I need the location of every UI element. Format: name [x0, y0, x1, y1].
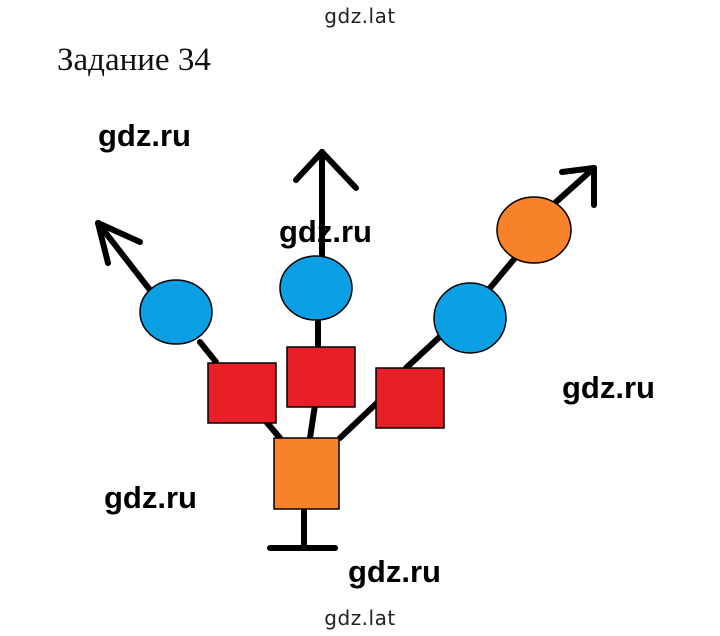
- red-square-middle: [286, 346, 356, 408]
- watermark-bottom: gdz.lat: [324, 606, 396, 630]
- link-line-left: [197, 339, 219, 365]
- arrow-left-head-1: [95, 220, 111, 266]
- arrow-left-shaft: [95, 220, 153, 293]
- branch-line-right: [337, 397, 383, 441]
- watermark-gdz-2: gdz.ru: [279, 214, 372, 249]
- red-square-right: [375, 367, 445, 429]
- link-line-upper: [487, 255, 518, 291]
- watermark-gdz-3: gdz.ru: [562, 370, 655, 405]
- blue-circle-left: [139, 279, 213, 345]
- watermark-top: gdz.lat: [324, 4, 396, 28]
- watermark-gdz-1: gdz.ru: [98, 118, 191, 153]
- arrow-left-head-2: [95, 220, 143, 245]
- link-line-right: [403, 329, 448, 371]
- orange-circle: [496, 196, 572, 264]
- watermark-gdz-4: gdz.ru: [104, 480, 197, 515]
- task-title: Задание 34: [57, 42, 211, 78]
- arrow-right-shaft: [553, 165, 597, 205]
- arrow-middle-head-2: [319, 149, 359, 191]
- arrow-middle-head-1: [293, 149, 325, 183]
- blue-circle-middle: [279, 255, 353, 321]
- red-square-left: [207, 362, 277, 424]
- watermark-gdz-5: gdz.ru: [348, 554, 441, 589]
- blue-circle-right: [433, 282, 507, 354]
- branch-line-middle: [307, 402, 318, 441]
- arrow-right-head-1: [559, 165, 597, 175]
- orange-square: [273, 437, 340, 510]
